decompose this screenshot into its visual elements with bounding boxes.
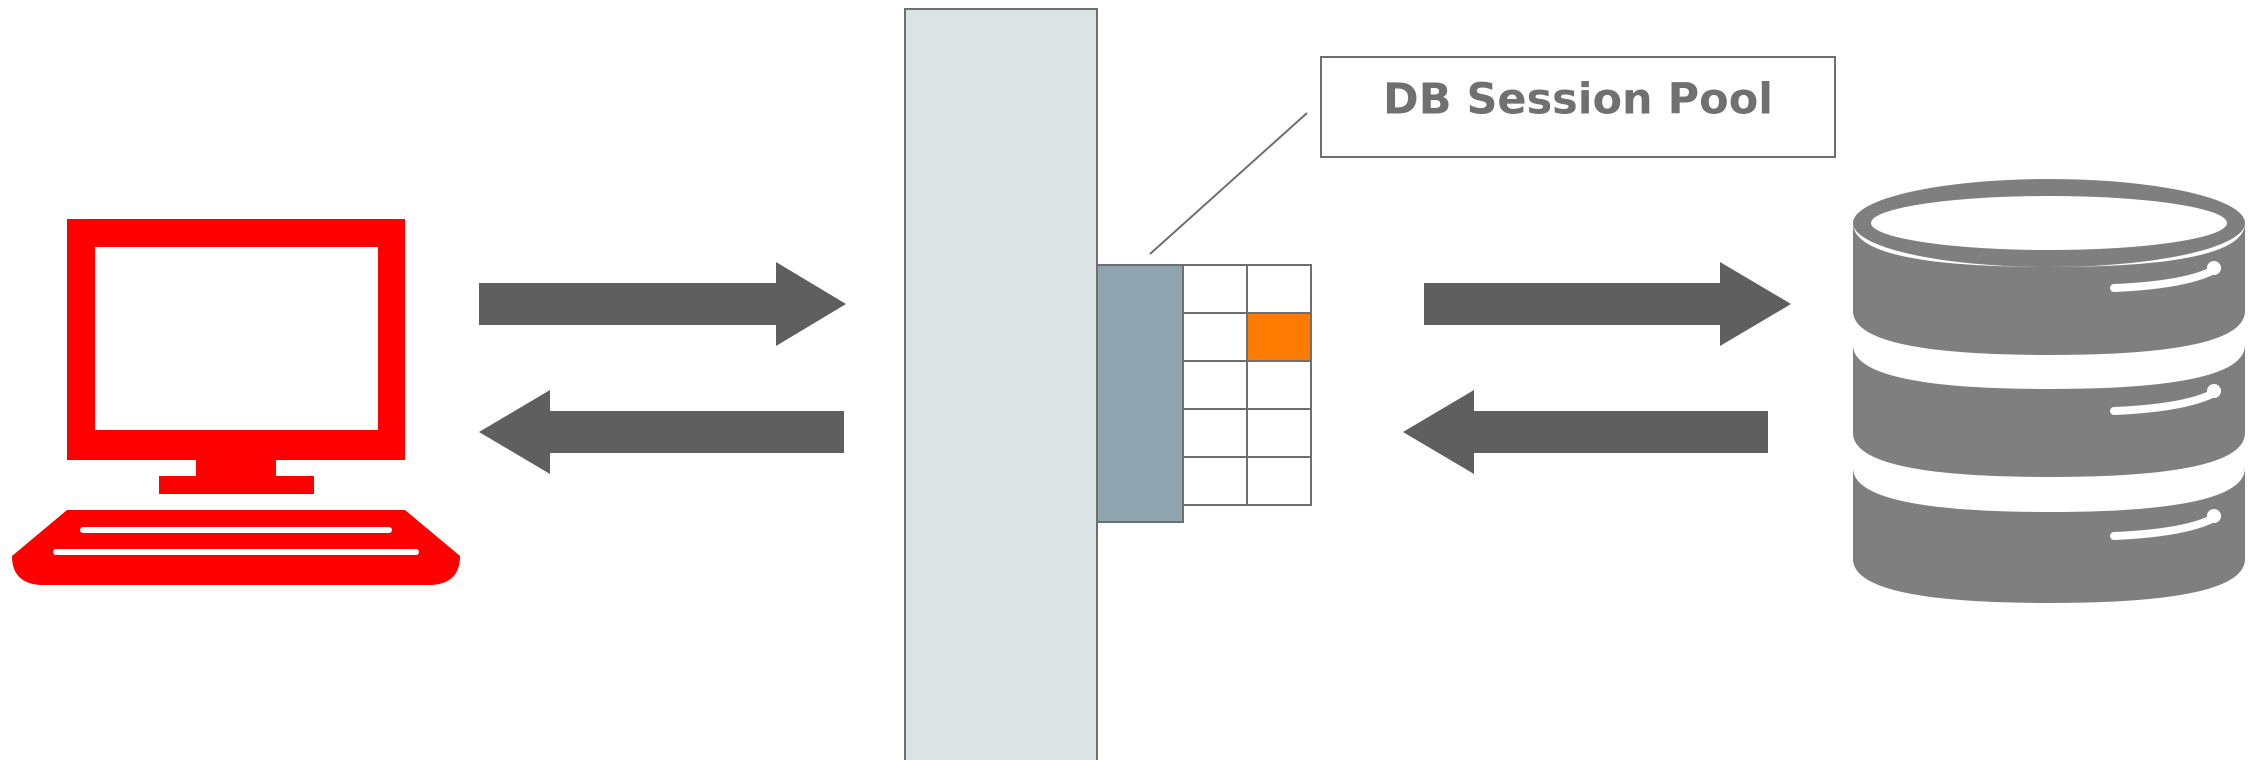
callout-label: DB Session Pool xyxy=(1383,75,1773,125)
session-pool-block xyxy=(1096,264,1184,523)
session-cell xyxy=(1246,408,1312,458)
database-indicator-middle xyxy=(2110,389,2218,415)
session-cell xyxy=(1182,312,1248,362)
session-grid xyxy=(1182,264,1312,506)
session-cell xyxy=(1246,264,1312,314)
database-layer-top xyxy=(1853,223,2245,355)
result-arrow-database-to-server xyxy=(1403,390,1768,474)
session-cell xyxy=(1182,408,1248,458)
response-arrow-server-to-client xyxy=(479,390,844,474)
database-light-bottom xyxy=(2207,509,2221,523)
session-cell xyxy=(1182,456,1248,506)
monitor-screen xyxy=(95,247,378,430)
database-indicator-bottom xyxy=(2110,514,2218,540)
database-layer-bottom xyxy=(1853,468,2245,603)
database-light-middle xyxy=(2207,384,2221,398)
database-layer-middle xyxy=(1853,345,2245,477)
database-top-inner xyxy=(1871,196,2227,250)
query-arrow-server-to-database xyxy=(1424,262,1791,346)
active-session-cell xyxy=(1246,312,1312,362)
keyboard-slot-upper xyxy=(80,527,392,533)
session-cell xyxy=(1182,360,1248,410)
database-light-top xyxy=(2207,261,2221,275)
app-server-block xyxy=(904,8,1098,760)
database-indicator-top xyxy=(2110,266,2218,292)
request-arrow-client-to-server xyxy=(479,262,846,346)
computer-icon xyxy=(12,219,460,585)
database-icon xyxy=(1853,179,2245,603)
callout-box xyxy=(1320,56,1836,158)
session-cell xyxy=(1182,264,1248,314)
monitor-stand xyxy=(159,476,314,494)
session-cell xyxy=(1246,456,1312,506)
callout-leader-line xyxy=(1149,112,1308,255)
keyboard xyxy=(12,510,460,585)
keyboard-slot-lower xyxy=(53,549,419,555)
session-cell xyxy=(1246,360,1312,410)
monitor-neck xyxy=(196,460,276,476)
